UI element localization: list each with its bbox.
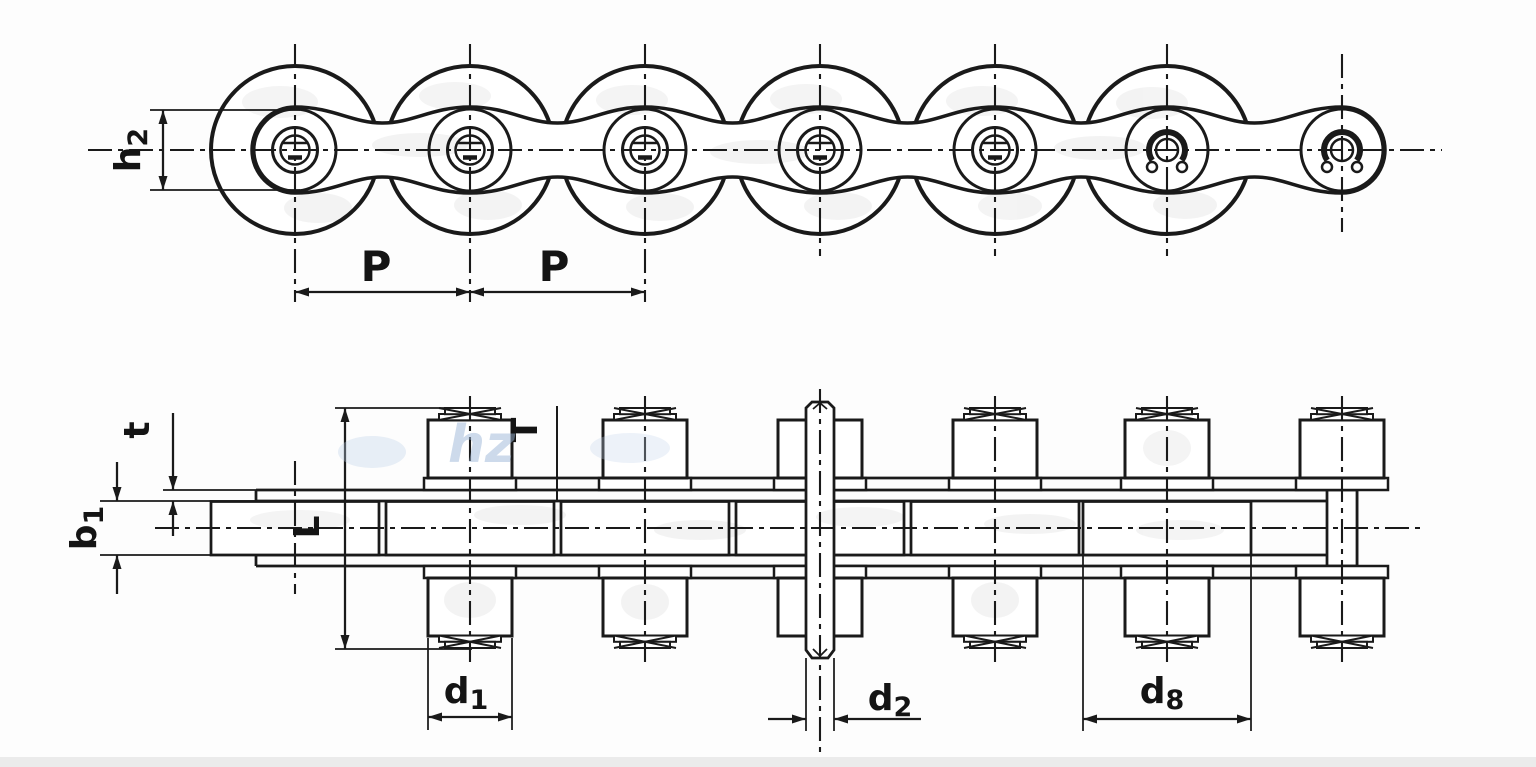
label-d8: d8 (1140, 671, 1185, 716)
dimension-d8: d8 (1082, 556, 1252, 731)
texture-smudges (242, 82, 1224, 620)
label-L: L (287, 516, 328, 539)
dimension-h2: h2 (108, 109, 300, 191)
label-d1: d1 (444, 671, 489, 716)
label-h2: h2 (108, 128, 154, 172)
dimension-T: T (505, 406, 558, 500)
plan-view: t b1 L T (64, 389, 1424, 767)
dimension-pitch: P P (295, 242, 645, 297)
label-T: T (505, 417, 546, 442)
side-view-centerlines (88, 44, 1442, 302)
label-pitch-2: P (539, 242, 570, 291)
label-t: t (117, 421, 158, 438)
watermark-smudge (338, 436, 406, 468)
dimension-d2: d2 (768, 658, 921, 731)
label-pitch-1: P (361, 242, 392, 291)
label-d2: d2 (868, 678, 913, 723)
watermark: hz (242, 82, 1224, 620)
dimension-b1: b1 (64, 462, 214, 594)
plan-view-centerlines (155, 389, 1424, 767)
dimension-t: t (100, 413, 257, 536)
bottom-window-edge (0, 757, 1536, 767)
watermark-text: hz (448, 415, 516, 475)
watermark-smudge (590, 433, 670, 463)
side-view: h2 P P (88, 44, 1442, 302)
label-b1: b1 (64, 506, 110, 551)
dimension-L: L (287, 407, 472, 650)
dimension-d1: d1 (427, 638, 513, 730)
